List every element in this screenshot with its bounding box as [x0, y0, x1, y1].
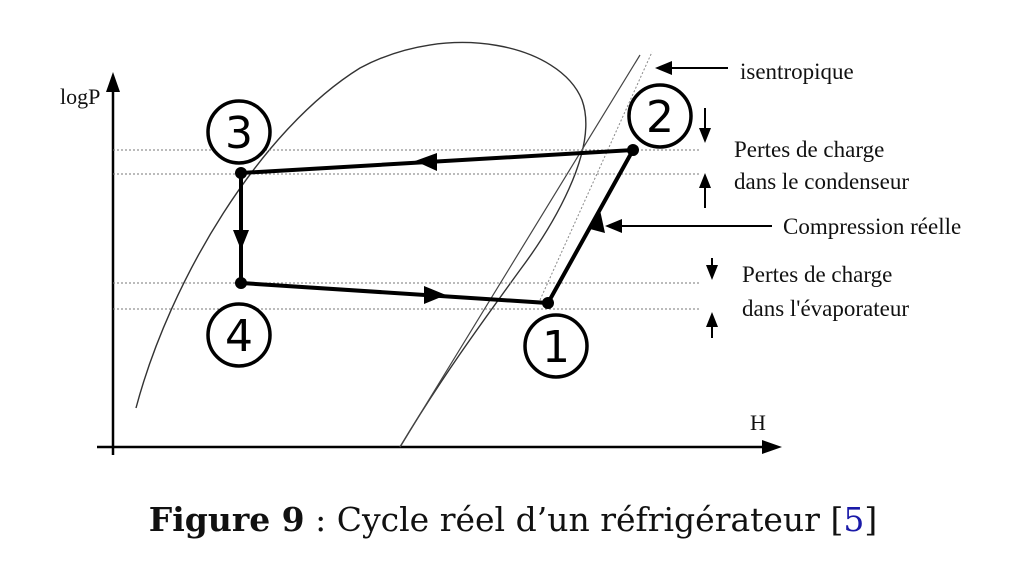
refrigeration-cycle-diagram: logP H 1 2 3 4 isentropique Pert: [60, 41, 961, 455]
isentropic-line: [399, 54, 641, 448]
evaporator-loss-line1: Pertes de charge: [742, 262, 892, 287]
citation-open-bracket: [: [830, 500, 844, 539]
state-point-2-dot: [627, 144, 639, 156]
state-point-1-marker: 1: [523, 313, 589, 379]
x-axis-arrowhead: [762, 440, 782, 454]
flow-arrow-evaporation: [424, 286, 446, 304]
state-point-3-label: 3: [225, 108, 253, 159]
isentropic-pointer-head: [655, 61, 672, 75]
state-point-4-label: 4: [225, 311, 253, 362]
figure-caption: Figure 9 : Cycle réel d’un réfrigérateur…: [0, 500, 1026, 539]
state-point-1-label: 1: [542, 322, 570, 373]
state-point-4-marker: 4: [206, 302, 272, 368]
isentropic-line-dotted: [539, 51, 653, 301]
cond-down-arrow-head: [699, 128, 711, 143]
isentropic-label: isentropique: [740, 59, 854, 84]
condenser-loss-line2: dans le condenseur: [734, 169, 909, 194]
state-point-4-dot: [235, 277, 247, 289]
cond-up-arrow-head: [699, 173, 711, 188]
caption-text: : Cycle réel d’un réfrigérateur: [304, 500, 831, 539]
citation-link[interactable]: 5: [843, 500, 865, 539]
citation-close-bracket: ]: [864, 500, 878, 539]
state-point-2-label: 2: [646, 92, 674, 143]
real-cycle-path: [239, 147, 637, 306]
saturation-dome: [135, 41, 587, 448]
figure-number: Figure 9: [148, 500, 305, 539]
condenser-loss-line1: Pertes de charge: [734, 137, 884, 162]
compression-pointer-head: [605, 219, 622, 233]
y-axis-arrowhead: [106, 72, 120, 92]
state-point-2-marker: 2: [627, 83, 693, 149]
y-axis-label: logP: [60, 84, 100, 109]
flow-arrow-condensation: [415, 153, 437, 171]
flow-arrow-compression: [590, 210, 605, 233]
flow-arrow-expansion: [233, 230, 249, 250]
x-axis-label: H: [750, 410, 766, 435]
state-point-3-marker: 3: [206, 99, 272, 165]
compression-label: Compression réelle: [783, 214, 961, 239]
state-point-3-dot: [235, 167, 247, 179]
state-point-1-dot: [542, 297, 554, 309]
evap-up-arrow-head: [706, 312, 718, 327]
evap-down-arrow-head: [706, 265, 718, 280]
evaporator-loss-line2: dans l'évaporateur: [742, 296, 909, 321]
